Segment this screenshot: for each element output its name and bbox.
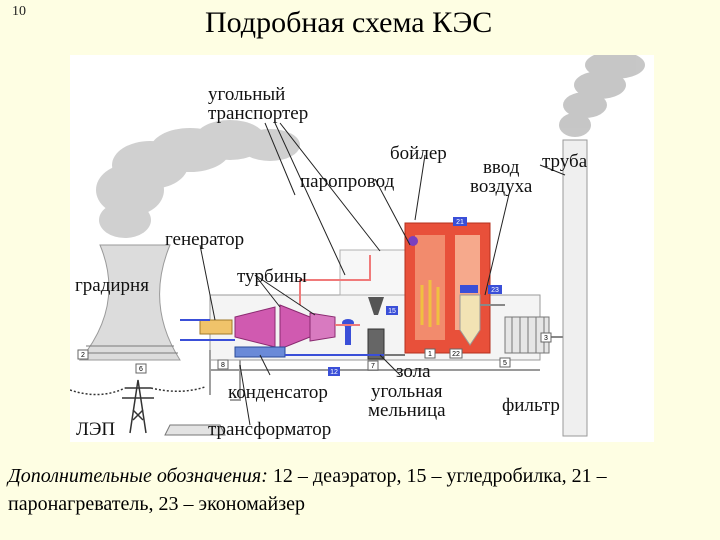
label-power-line: ЛЭП	[76, 419, 116, 440]
label-coal-transporter: угольный транспортер	[208, 84, 309, 124]
turbines	[234, 304, 336, 350]
label-chimney: труба	[542, 151, 588, 172]
footer-notes: Дополнительные обозначения: 12 – деаэрат…	[8, 462, 712, 518]
marker-8: 8	[221, 362, 225, 369]
generator	[199, 319, 233, 335]
marker-22: 22	[452, 351, 460, 358]
footer-prefix: Дополнительные обозначения:	[8, 465, 268, 487]
label-cooling-tower: градирня	[75, 275, 149, 296]
diagram-drawing: 21 23 15 12 3 6 7 8 2 5 22 1	[70, 55, 645, 437]
label-filter: фильтр	[502, 395, 560, 416]
label-generator: генератор	[165, 229, 245, 250]
marker-3: 3	[544, 335, 548, 342]
marker-21: 21	[456, 219, 464, 226]
footer-text: 12 – деаэратор, 15 – угледробилка, 21 – …	[8, 465, 607, 515]
label-coal-mill: угольная мельница	[368, 381, 446, 421]
marker-5: 5	[503, 360, 507, 367]
cooling-tower-steam	[96, 120, 300, 238]
marker-23: 23	[491, 287, 499, 294]
deaerator	[345, 325, 351, 345]
marker-6: 6	[139, 366, 143, 373]
marker-2: 2	[81, 352, 85, 359]
transmission-tower	[70, 379, 206, 434]
label-steam-pipe: паропровод	[300, 171, 395, 192]
plant-diagram: 21 23 15 12 3 6 7 8 2 5 22 1	[70, 55, 654, 442]
marker-12: 12	[330, 369, 338, 376]
slide-number: 10	[12, 4, 26, 19]
slide-title: Подробная схема КЭС	[205, 6, 493, 39]
marker-1: 1	[428, 351, 432, 358]
label-transformer: трансформатор	[208, 419, 332, 440]
turbine-hall-roof	[339, 249, 411, 296]
marker-7: 7	[371, 363, 375, 370]
cooling-tower	[78, 244, 181, 361]
label-boiler: бойлер	[390, 143, 447, 164]
chimney-smoke	[559, 55, 645, 137]
coal-mill	[367, 328, 385, 360]
label-ash: зола	[396, 361, 431, 382]
chimney	[562, 139, 588, 437]
marker-15: 15	[388, 308, 396, 315]
label-condenser: конденсатор	[228, 382, 328, 403]
label-air-inlet: ввод воздуха	[470, 157, 533, 197]
transformer	[164, 424, 226, 436]
label-turbines: турбины	[237, 266, 307, 287]
condenser	[234, 346, 286, 358]
